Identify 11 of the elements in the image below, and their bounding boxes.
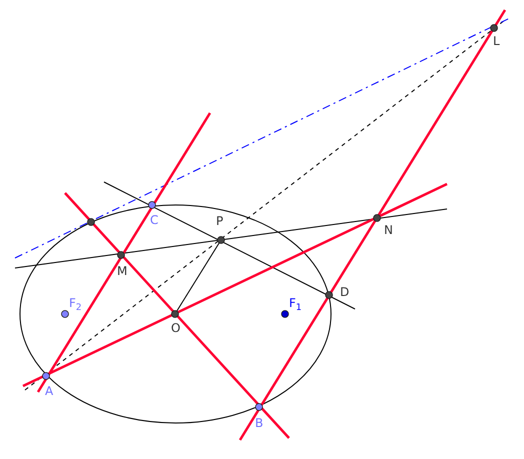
point-label: C [150, 214, 158, 226]
point-label: F$_{1}$ [289, 297, 302, 313]
point-label: B [255, 417, 264, 429]
point-label: O [171, 322, 180, 334]
point-label: D [340, 286, 350, 298]
point-label: L [493, 35, 500, 47]
point-label: P [216, 215, 224, 227]
point-label: M [117, 265, 128, 277]
point-label: A [45, 385, 54, 397]
point-label: F$_{2}$ [69, 297, 82, 313]
point-label: N [384, 224, 393, 236]
